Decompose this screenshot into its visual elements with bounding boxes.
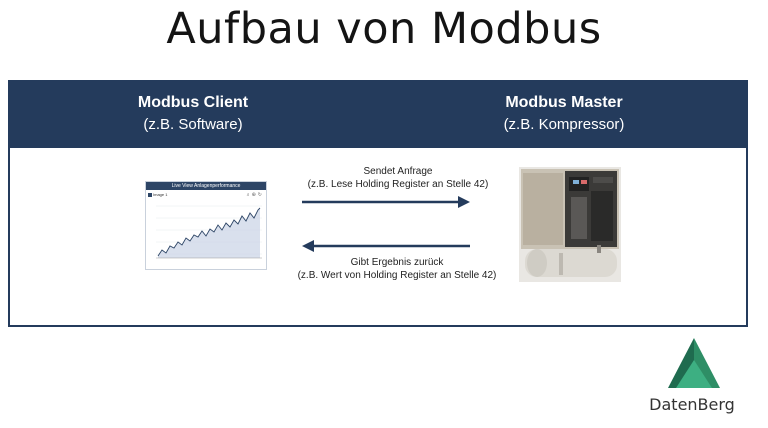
client-name: Modbus Client xyxy=(137,94,249,111)
request-arrow xyxy=(302,196,470,208)
slide-title: Aufbau von Modbus xyxy=(166,4,602,54)
screenshot-icons: ⌕⊕↻ xyxy=(247,192,264,198)
logo-wordmark: DatenBerg xyxy=(649,395,735,414)
graph-area xyxy=(158,208,260,258)
software-screenshot: Live View Anlagenperformance Image 1 ⌕⊕↻ xyxy=(145,181,267,270)
graph-line xyxy=(157,207,261,257)
diagram-frame: Modbus Client (z.B. Software) Modbus Mas… xyxy=(8,80,748,327)
screenshot-toolbar: Image 1 ⌕⊕↻ xyxy=(148,192,264,198)
response-arrow xyxy=(302,240,470,252)
response-detail: (z.B. Wert von Holding Register an Stell… xyxy=(297,270,497,281)
zoom-icon: ⊕ xyxy=(251,192,258,198)
request-title: Sendet Anfrage xyxy=(363,166,433,177)
screenshot-graph xyxy=(156,205,262,259)
master-name: Modbus Master xyxy=(505,94,623,111)
client-heading: Modbus Client (z.B. Software) xyxy=(73,93,313,137)
search-icon: ⌕ xyxy=(246,192,252,198)
master-heading: Modbus Master (z.B. Kompressor) xyxy=(444,93,684,137)
request-label: Sendet Anfrage (z.B. Lese Holding Regist… xyxy=(278,165,518,191)
legend-swatch xyxy=(148,192,152,197)
datenberg-logo xyxy=(668,338,720,388)
master-example: (z.B. Kompressor) xyxy=(503,116,625,133)
diagram-header: Modbus Client (z.B. Software) Modbus Mas… xyxy=(10,82,746,148)
screenshot-legend: Image 1 xyxy=(148,192,167,198)
legend-label: Image 1 xyxy=(153,192,168,197)
reset-icon: ↻ xyxy=(257,192,264,198)
client-example: (z.B. Software) xyxy=(143,116,243,133)
response-title: Gibt Ergebnis zurück xyxy=(350,257,444,268)
response-label: Gibt Ergebnis zurück (z.B. Wert von Hold… xyxy=(262,256,532,282)
request-detail: (z.B. Lese Holding Register an Stelle 42… xyxy=(307,179,489,190)
screenshot-titlebar: Live View Anlagenperformance xyxy=(146,182,266,190)
compressor-photo xyxy=(519,167,621,282)
